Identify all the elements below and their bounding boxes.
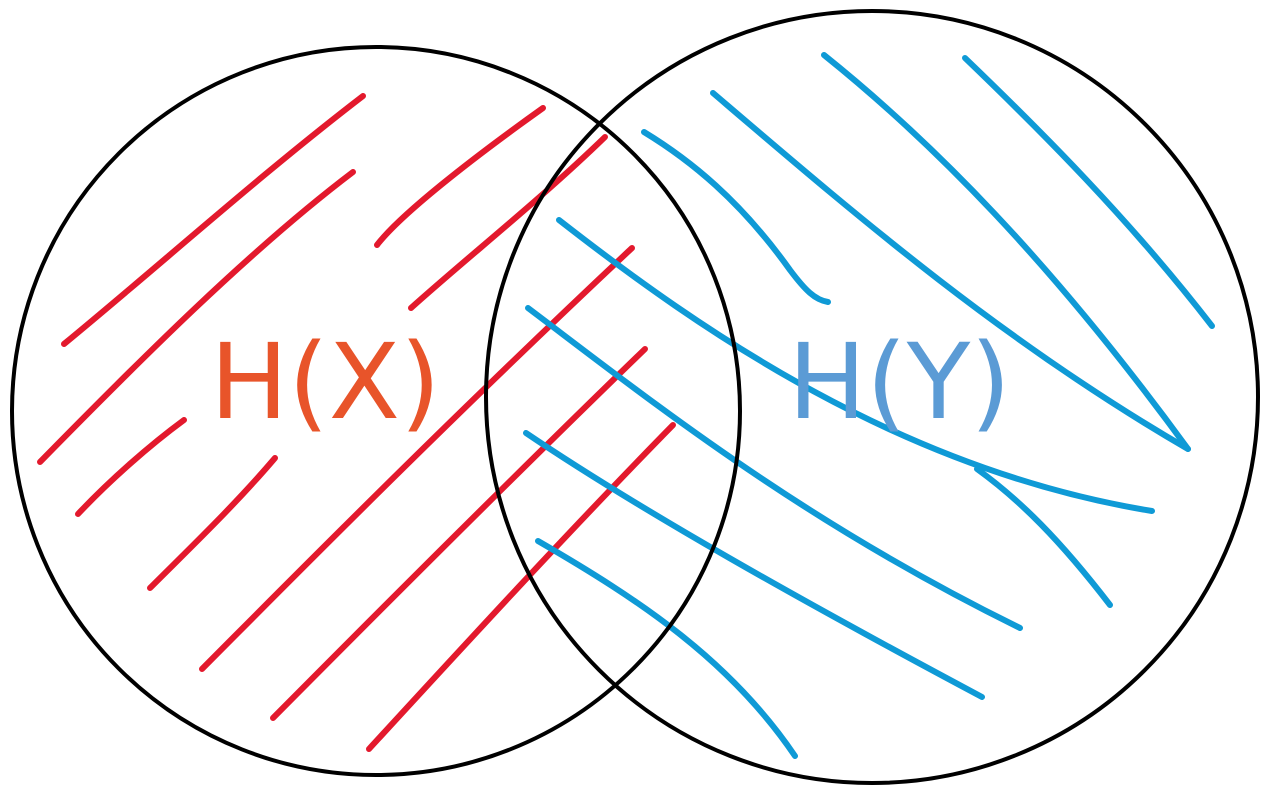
hatch-y [523,52,1215,759]
blue-hatch-stroke-2 [710,90,1191,452]
circle-y [484,9,1260,785]
red-hatch-stroke-6 [408,134,608,311]
blue-hatch-stroke-3 [821,52,1191,452]
red-hatch-stroke-2 [37,169,356,465]
circle-x [10,45,742,777]
red-hatch-stroke-4 [147,455,278,591]
label-h-x: H(X) [210,321,441,443]
blue-hatch-stroke-5 [556,217,1155,514]
red-hatch-stroke-1 [61,93,366,347]
red-hatch-stroke-3 [75,417,187,517]
red-hatch-stroke-8 [270,346,648,721]
red-hatch-stroke-7 [199,245,635,672]
blue-hatch-stroke-1 [641,129,831,305]
blue-hatch-stroke-9 [974,466,1113,608]
hatch-x [37,93,676,752]
blue-hatch-stroke-8 [535,538,798,759]
red-hatch-stroke-5 [374,105,546,248]
blue-hatch-stroke-4 [962,55,1215,329]
label-h-y: H(Y) [788,321,1011,443]
blue-hatch-stroke-7 [523,430,985,700]
red-hatch-stroke-9 [366,422,676,752]
